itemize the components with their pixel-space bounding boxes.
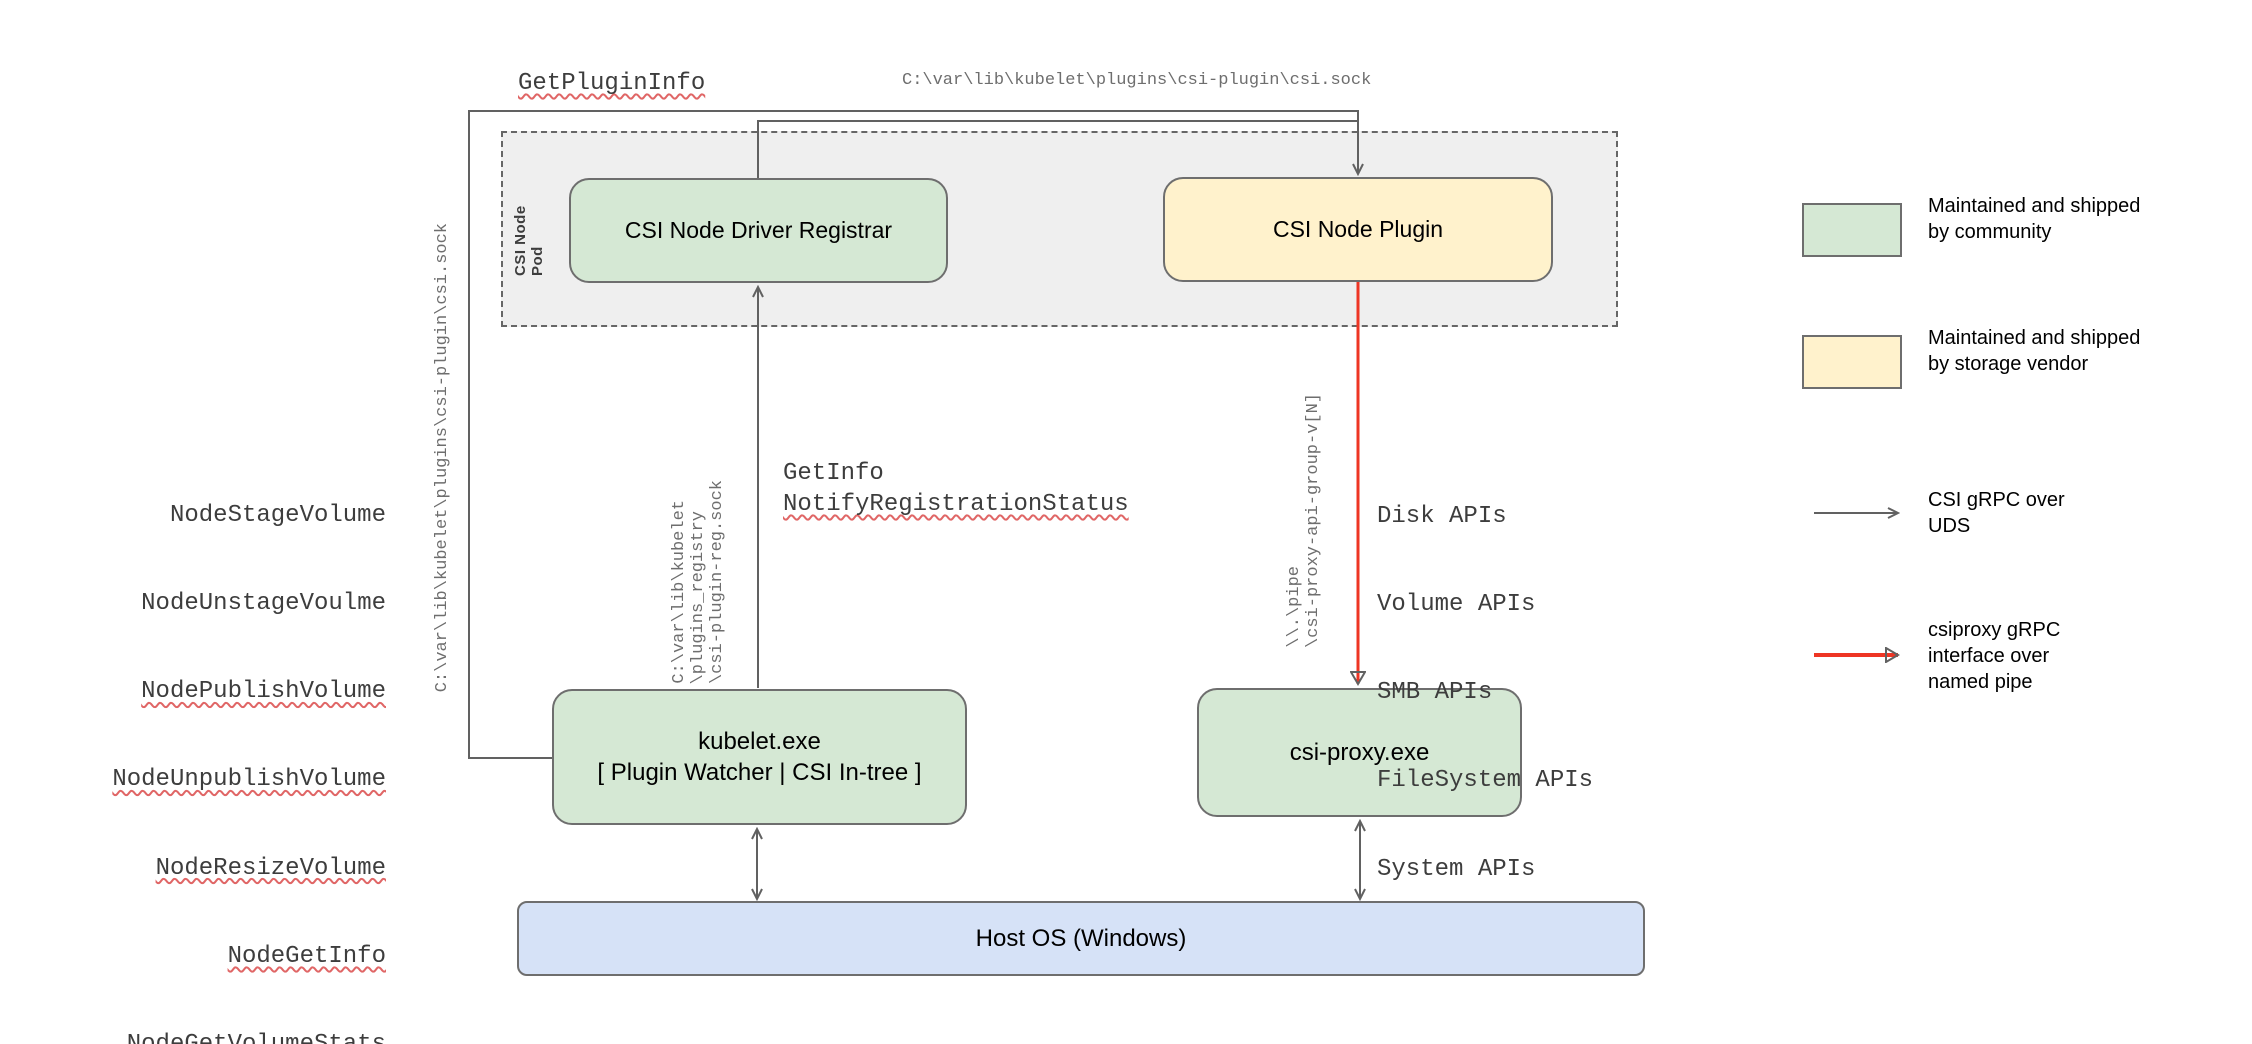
path-label-registry-sock: C:\var\lib\kubelet \plugins_registry \cs…	[670, 478, 727, 684]
kubelet-label-line2: [ Plugin Watcher | CSI In-tree ]	[597, 759, 922, 786]
legend-label-vendor: Maintained and shipped by storage vendor	[1928, 327, 2141, 375]
registry-sock-line1: C:\var\lib\kubelet	[670, 500, 689, 684]
registrar-label: CSI Node Driver Registrar	[624, 217, 893, 243]
path-label-csi-sock-left: C:\var\lib\kubelet\plugins\csi-plugin\cs…	[433, 206, 452, 692]
path-label-csi-sock-top: C:\var\lib\kubelet\plugins\csi-plugin\cs…	[902, 71, 1372, 90]
node-host-os: Host OS (Windows)	[517, 901, 1645, 976]
node-kubelet: kubelet.exe [ Plugin Watcher | CSI In-tr…	[552, 689, 967, 825]
call-list-node-rpcs: NodeStageVolume NodeUnstageVoulme NodePu…	[90, 442, 386, 1044]
registry-sock-line3: \csi-plugin-reg.sock	[708, 479, 727, 684]
node-csi-proxy: csi-proxy.exe	[1197, 688, 1522, 817]
call-label-notify-registration-status: NotifyRegistrationStatus	[783, 491, 1129, 518]
call-label-node-get-info: NodeGetInfo	[227, 942, 386, 970]
legend-swatch-vendor	[1802, 335, 1902, 389]
call-label-get-plugin-info: GetPluginInfo	[518, 70, 706, 97]
call-list-proxy-apis: Disk APIs Volume APIs SMB APIs FileSyste…	[1377, 443, 1593, 943]
api-label-smb: SMB APIs	[1377, 679, 1493, 707]
plugin-label: CSI Node Plugin	[1272, 216, 1444, 242]
named-pipe-line1: \\.\pipe	[1285, 566, 1304, 648]
api-label-filesystem: FileSystem APIs	[1377, 767, 1594, 795]
host-os-label: Host OS (Windows)	[975, 924, 1187, 952]
path-label-csi-sock-left-text: C:\var\lib\kubelet\plugins\csi-plugin\cs…	[433, 222, 452, 692]
legend-label-namedpipe: csiproxy gRPC interface over named pipe	[1928, 619, 2061, 693]
call-label-node-unstage-volume: NodeUnstageVoulme	[141, 590, 386, 618]
api-label-system: System APIs	[1377, 855, 1536, 883]
path-label-named-pipe: \\.\pipe \csi-proxy-api-group-v[N]	[1285, 360, 1323, 648]
node-csi-node-plugin: CSI Node Plugin	[1163, 177, 1553, 282]
call-label-node-stage-volume: NodeStageVolume	[169, 501, 386, 529]
csi-proxy-label: csi-proxy.exe	[1289, 738, 1430, 766]
named-pipe-line2: \csi-proxy-api-group-v[N]	[1304, 392, 1323, 648]
legend-arrow-uds	[1814, 503, 1910, 523]
wire-registrar-to-plugin-uds	[757, 120, 1357, 180]
legend-label-community: Maintained and shipped by community	[1928, 195, 2141, 243]
legend-arrow-namedpipe	[1814, 645, 1910, 665]
legend-label-uds: CSI gRPC over UDS	[1928, 489, 2065, 537]
api-label-disk: Disk APIs	[1377, 502, 1507, 530]
wire-kubelet-to-plugin-uds	[468, 110, 1358, 759]
legend-swatch-community	[1802, 203, 1902, 257]
api-label-volume: Volume APIs	[1377, 591, 1536, 619]
kubelet-label-line1: kubelet.exe	[698, 728, 821, 755]
registry-sock-line2: \plugins_registry	[689, 510, 708, 684]
node-csi-node-driver-registrar: CSI Node Driver Registrar	[569, 178, 948, 283]
call-label-get-info: GetInfo	[783, 460, 884, 487]
call-label-node-publish-volume: NodePublishVolume	[141, 678, 386, 706]
call-label-node-resize-volume: NodeResizeVolume	[155, 854, 386, 882]
call-label-node-unpublish-volume: NodeUnpublishVolume	[112, 766, 386, 794]
call-label-node-get-volume-stats: NodeGetVolumeStats	[90, 1030, 386, 1044]
